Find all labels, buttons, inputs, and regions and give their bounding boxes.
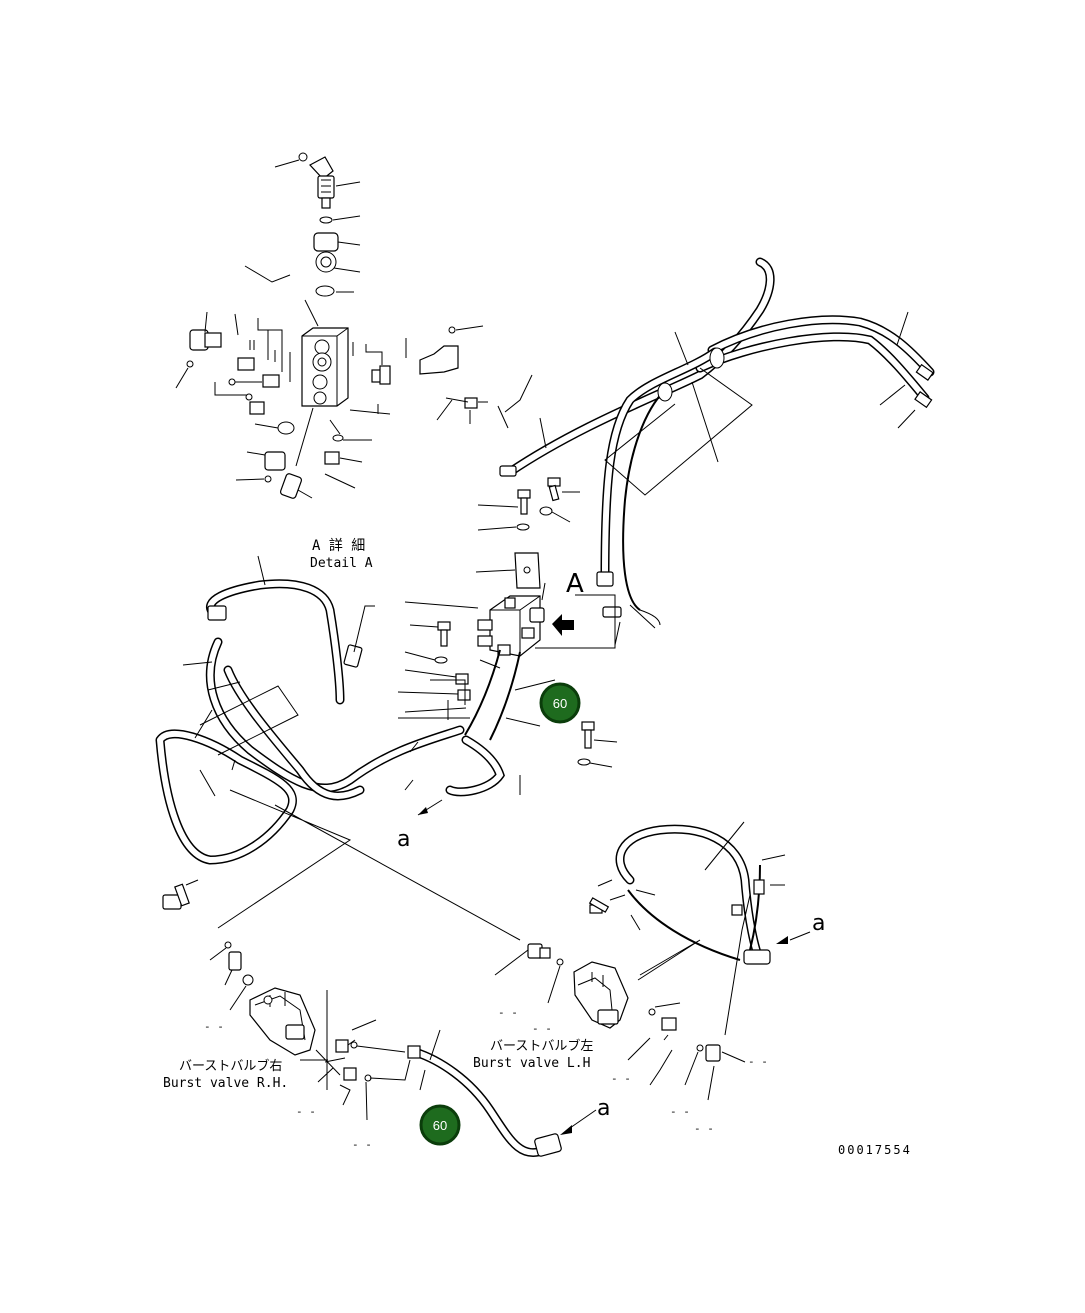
drawing-number: 00017554 [838, 1143, 912, 1157]
burst-valve-rh [209, 941, 597, 1158]
burst-valve-lh [494, 943, 629, 1029]
lower-right-hose-loop [588, 821, 811, 1101]
dash-mark: - - [204, 1020, 224, 1033]
detail-a-assembly [175, 152, 533, 499]
dash-mark: - - [352, 1138, 372, 1151]
burst-valve-rh-label-jp: バーストバルブ右 [179, 1058, 282, 1074]
callout-badge-60-upper: 60 [539, 682, 581, 724]
dash-mark: - - [296, 1105, 316, 1118]
detail-a-title-jp: A 詳 細 [312, 538, 365, 554]
connector-label-a-left: a [397, 827, 410, 852]
dash-mark: - - [532, 1022, 552, 1035]
connector-label-a-bottom: a [597, 1096, 610, 1121]
detail-a-title-en: Detail A [310, 556, 373, 571]
svg-text:60: 60 [553, 696, 567, 711]
dash-mark: - - [694, 1122, 714, 1135]
dash-mark: - - [748, 1055, 768, 1068]
dash-mark: - - [670, 1105, 690, 1118]
connector-label-a-right: a [812, 911, 825, 936]
burst-valve-rh-label-en: Burst valve R.H. [163, 1076, 288, 1091]
left-hose-loops [155, 555, 521, 941]
callout-badge-60-lower: 60 [419, 1104, 461, 1146]
burst-valve-lh-label-en: Burst valve L.H [473, 1056, 590, 1071]
center-valve-assembly: A [397, 477, 656, 768]
upper-hose-bundle [499, 257, 935, 626]
burst-valve-lh-label-jp: バーストバルブ左 [490, 1038, 593, 1054]
dash-mark: - - [498, 1006, 518, 1019]
svg-text:60: 60 [433, 1118, 447, 1133]
dash-mark: - - [611, 1072, 631, 1085]
callout-a-big: A [566, 569, 584, 599]
